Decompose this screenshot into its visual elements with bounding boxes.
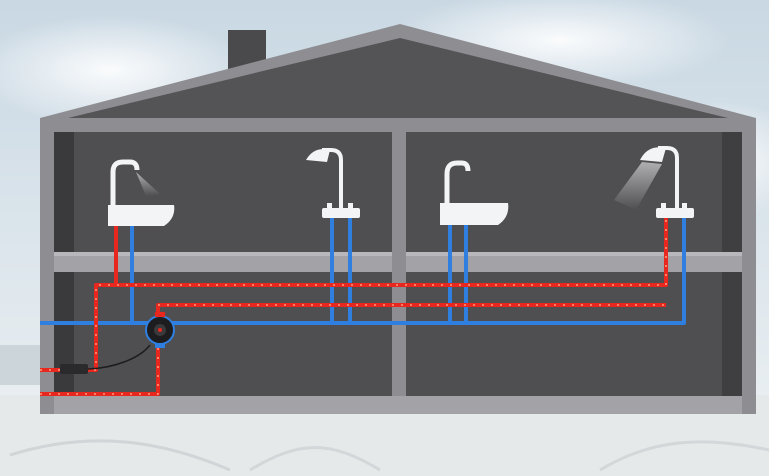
house-interior-right-upper	[406, 132, 742, 252]
ground-track	[249, 446, 381, 472]
sink-icon	[108, 159, 175, 226]
cold-main-line	[40, 215, 686, 325]
house-interior-left-lower	[54, 272, 392, 396]
distant-buildings	[0, 345, 45, 385]
water-heater-inlet	[60, 364, 88, 374]
ground-track	[599, 440, 769, 472]
roof-inner	[68, 38, 728, 118]
shower-icon	[614, 146, 694, 218]
center-wall	[392, 132, 406, 396]
floor-slab-ground	[54, 396, 742, 414]
house-interior-right-lower	[406, 272, 742, 396]
ground-track	[9, 439, 231, 472]
shower-icon	[306, 148, 360, 218]
sensor-cable	[87, 344, 151, 370]
sink-icon	[440, 160, 509, 225]
recirculation-pump	[145, 312, 175, 348]
